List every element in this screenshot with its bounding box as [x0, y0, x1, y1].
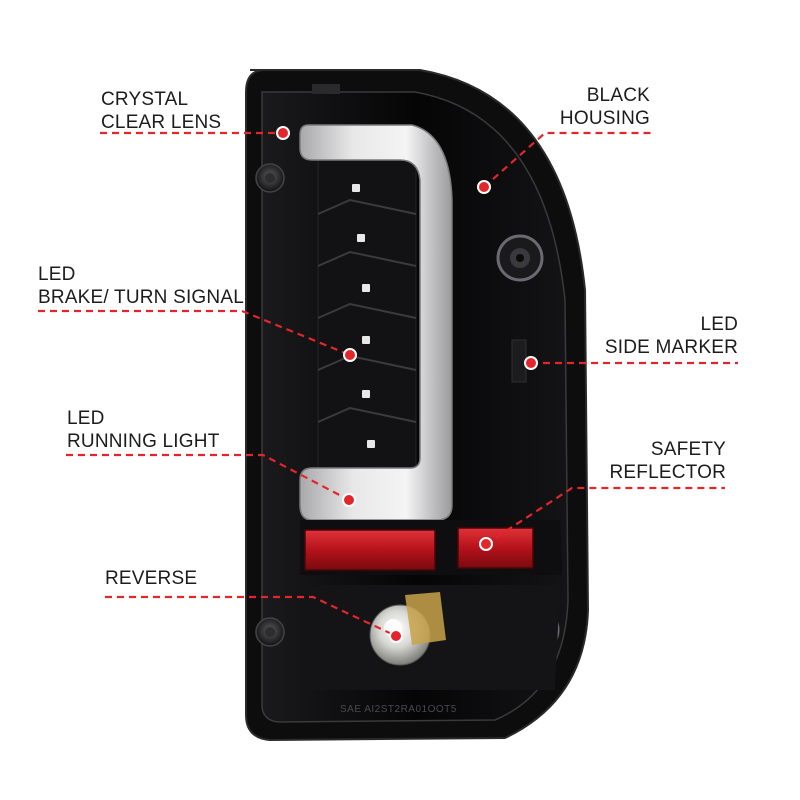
label-safety-reflector: SAFETY REFLECTOR	[609, 438, 726, 484]
label-black-housing: BLACK HOUSING	[560, 84, 650, 130]
callout-lines	[38, 131, 738, 637]
label-line: REFLECTOR	[609, 462, 726, 483]
label-line: CRYSTAL	[101, 89, 189, 110]
led-chambers	[317, 159, 417, 487]
label-line: BLACK	[586, 85, 650, 106]
top-tab	[312, 84, 340, 94]
label-crystal-clear-lens: CRYSTAL CLEAR LENS	[101, 88, 221, 134]
label-line: SAFETY	[650, 439, 726, 460]
label-line: HOUSING	[559, 108, 650, 129]
label-line: LED	[38, 264, 76, 285]
label-line: RUNNING LIGHT	[67, 431, 220, 452]
running-light-bar	[299, 124, 453, 521]
reflector-left	[304, 529, 436, 571]
led-diodes	[352, 184, 375, 448]
mount-screw-bottom	[255, 617, 285, 647]
label-line: BRAKE/ TURN SIGNAL	[38, 287, 244, 308]
label-line: LED	[700, 314, 738, 335]
lens-marking: SAE AI2ST2RA01OOT5	[340, 704, 457, 715]
label-line: CLEAR LENS	[101, 112, 222, 133]
label-led-brake-turn: LED BRAKE/ TURN SIGNAL	[38, 263, 244, 309]
label-line: REVERSE	[105, 568, 198, 589]
label-line: LED	[67, 408, 105, 429]
mount-screw-top	[255, 163, 285, 193]
reverse-bulb	[300, 585, 560, 690]
label-led-side-marker: LED SIDE MARKER	[605, 313, 738, 359]
reflector-right	[457, 527, 534, 569]
right-grommet-top	[496, 234, 544, 282]
callout-dots	[276, 126, 538, 643]
label-reverse: REVERSE	[105, 567, 197, 590]
label-line: SIDE MARKER	[604, 337, 738, 358]
side-marker	[511, 339, 527, 383]
label-led-running-light: LED RUNNING LIGHT	[67, 407, 220, 453]
